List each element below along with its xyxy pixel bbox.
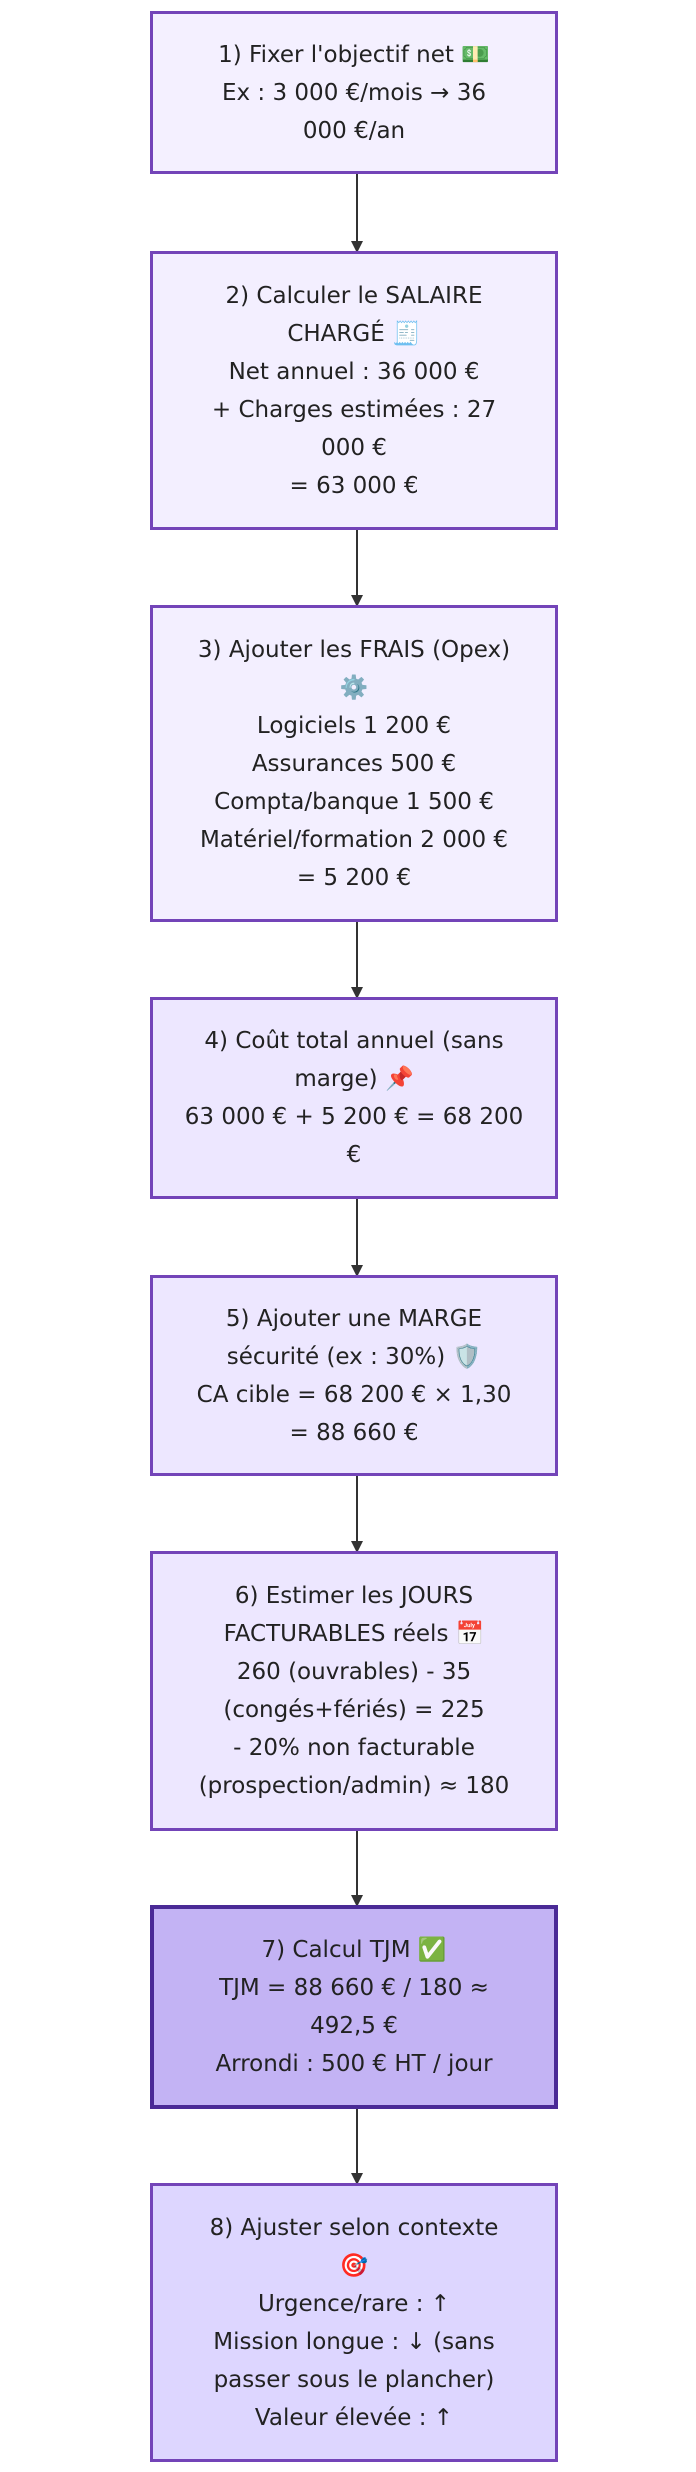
step-4-line-4: €: [346, 1142, 362, 1168]
step-2-line-2: CHARGÉ 🧾: [287, 320, 421, 347]
step-5-line-2: sécurité (ex : 30%) 🛡️: [226, 1343, 482, 1370]
step-2-salaire-charge: 2) Calculer le SALAIRE CHARGÉ 🧾 Net annu…: [150, 251, 558, 530]
step-1-line-2: Ex : 3 000 €/mois → 36: [221, 79, 487, 106]
step-3-line-6: Matériel/formation 2 000 €: [199, 826, 509, 853]
step-8-line-2: 🎯: [339, 2252, 369, 2279]
step-4-line-1: 4) Coût total annuel (sans: [204, 1028, 504, 1054]
step-1-line-1: 1) Fixer l'objectif net 💵: [218, 41, 490, 68]
step-6-line-4: (congés+fériés) = 225: [223, 1697, 485, 1723]
step-2-line-1: 2) Calculer le SALAIRE: [225, 282, 483, 309]
step-1-line-3: 000 €/an: [302, 117, 406, 144]
step-8-line-5: passer sous le plancher): [213, 2366, 495, 2393]
step-6-line-1: 6) Estimer les JOURS: [234, 1583, 474, 1609]
step-3-frais-opex: 3) Ajouter les FRAIS (Opex) ⚙️ Logiciels…: [150, 605, 558, 922]
step-7-calcul-tjm: 7) Calcul TJM ✅ TJM = 88 660 € / 180 ≈ 4…: [150, 1905, 558, 2109]
step-7-line-4: Arrondi : 500 € HT / jour: [215, 2051, 493, 2077]
step-6-jours-facturables: 6) Estimer les JOURS FACTURABLES réels 📅…: [150, 1551, 558, 1831]
step-5-line-4: = 88 660 €: [289, 1419, 419, 1446]
step-1-objectif-net: 1) Fixer l'objectif net 💵 Ex : 3 000 €/m…: [150, 11, 558, 174]
step-4-line-3: 63 000 € + 5 200 € = 68 200: [184, 1104, 524, 1130]
step-7-line-3: 492,5 €: [310, 2013, 398, 2039]
step-8-line-4: Mission longue : ↓ (sans: [213, 2328, 495, 2355]
step-7-line-2: TJM = 88 660 € / 180 ≈: [219, 1975, 489, 2001]
step-7-line-1: 7) Calcul TJM ✅: [261, 1937, 447, 1963]
step-6-line-2: FACTURABLES réels 📅: [223, 1621, 485, 1647]
step-3-line-4: Assurances 500 €: [251, 750, 457, 777]
step-3-line-1: 3) Ajouter les FRAIS (Opex): [197, 636, 511, 663]
step-5-marge-securite: 5) Ajouter une MARGE sécurité (ex : 30%)…: [150, 1275, 558, 1476]
step-4-line-2: marge) 📌: [294, 1066, 414, 1092]
step-6-line-6: (prospection/admin) ≈ 180: [198, 1773, 510, 1799]
step-4-cout-total: 4) Coût total annuel (sans marge) 📌 63 0…: [150, 997, 558, 1199]
step-3-line-7: = 5 200 €: [296, 864, 412, 891]
step-2-line-4: + Charges estimées : 27: [211, 396, 497, 423]
step-3-line-2: ⚙️: [339, 674, 369, 701]
step-6-line-3: 260 (ouvrables) - 35: [236, 1659, 472, 1685]
step-8-line-1: 8) Ajuster selon contexte: [209, 2214, 499, 2241]
step-5-line-3: CA cible = 68 200 € × 1,30: [196, 1381, 512, 1408]
step-8-line-6: Valeur élevée : ↑: [254, 2404, 454, 2431]
step-2-line-6: = 63 000 €: [289, 472, 419, 499]
step-2-line-5: 000 €: [321, 434, 387, 461]
step-8-line-3: Urgence/rare : ↑: [257, 2290, 451, 2317]
step-8-ajuster-contexte: 8) Ajuster selon contexte 🎯 Urgence/rare…: [150, 2183, 558, 2462]
step-6-line-5: - 20% non facturable: [233, 1735, 475, 1761]
step-2-line-3: Net annuel : 36 000 €: [228, 358, 480, 385]
step-3-line-3: Logiciels 1 200 €: [256, 712, 452, 739]
step-3-line-5: Compta/banque 1 500 €: [214, 788, 494, 815]
step-5-line-1: 5) Ajouter une MARGE: [225, 1305, 483, 1332]
